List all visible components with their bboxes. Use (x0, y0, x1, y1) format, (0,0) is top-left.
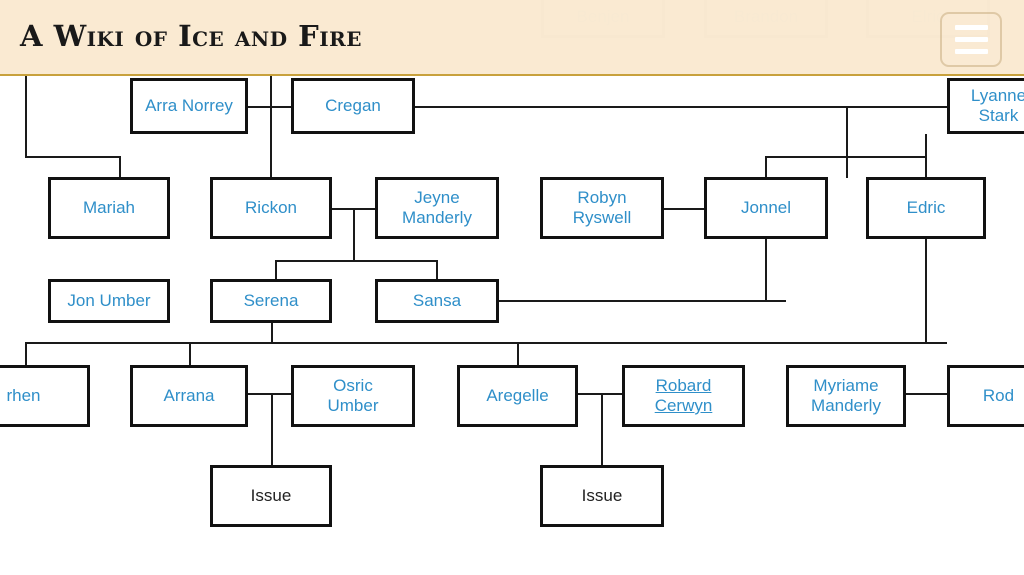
tree-node-label: Issue (250, 486, 292, 505)
connector-line (353, 208, 355, 260)
connector-line (578, 393, 622, 395)
tree-node-issue-2: Issue (540, 465, 664, 527)
site-title: A Wiki of Ice and Fire (20, 19, 362, 53)
site-header: A Wiki of Ice and Fire (0, 0, 1024, 76)
tree-node-label: Aregelle (486, 386, 549, 405)
connector-line (499, 300, 786, 302)
connector-line (25, 156, 121, 158)
tree-node-barthen[interactable]: rhen (0, 365, 90, 427)
tree-node-issue-1: Issue (210, 465, 332, 527)
connector-line (275, 260, 277, 280)
tree-node-lyanne-stark[interactable]: Lyanne Stark (947, 78, 1024, 134)
connector-line (270, 74, 272, 106)
connector-line (925, 156, 927, 178)
hamburger-menu-icon[interactable] (940, 12, 1002, 67)
hamburger-bar-2 (954, 37, 988, 42)
tree-node-myriame-manderly[interactable]: Myriame Manderly (786, 365, 906, 427)
connector-line (925, 239, 927, 343)
connector-line (846, 106, 848, 178)
connector-line (25, 342, 27, 366)
tree-node-label: Jeyne Manderly (402, 188, 472, 227)
tree-node-label: Serena (243, 291, 299, 310)
tree-node-label: Mariah (83, 198, 135, 217)
tree-node-label: Lyanne Stark (970, 86, 1024, 125)
connector-line (119, 156, 121, 178)
tree-node-label: Issue (581, 486, 623, 505)
connector-line (664, 208, 705, 210)
tree-node-jonnel[interactable]: Jonnel (704, 177, 828, 239)
tree-node-arra-norrey[interactable]: Arra Norrey (130, 78, 248, 134)
tree-node-label: Edric (906, 198, 946, 217)
tree-node-label: Arra Norrey (145, 96, 233, 115)
tree-node-arrana[interactable]: Arrana (130, 365, 248, 427)
tree-node-label: Sansa (412, 291, 462, 310)
tree-node-label: Robyn Ryswell (572, 188, 632, 227)
tree-node-label: Arrana (163, 386, 215, 405)
connector-line (517, 342, 519, 366)
tree-node-label: Jon Umber (67, 291, 151, 310)
connector-line (248, 106, 291, 108)
connector-line (925, 134, 927, 156)
tree-node-mariah[interactable]: Mariah (48, 177, 170, 239)
tree-node-rickon[interactable]: Rickon (210, 177, 332, 239)
tree-node-rodrik[interactable]: Rod (947, 365, 1024, 427)
tree-node-label: Jonnel (740, 198, 792, 217)
connector-line (436, 260, 438, 280)
tree-node-edric[interactable]: Edric (866, 177, 986, 239)
tree-node-label: Robard Cerwyn (654, 376, 713, 415)
tree-node-jeyne-manderly[interactable]: Jeyne Manderly (375, 177, 499, 239)
connector-line (765, 156, 767, 178)
connector-line (271, 323, 273, 343)
connector-line (25, 74, 27, 156)
tree-node-aregelle[interactable]: Aregelle (457, 365, 578, 427)
hamburger-bar-3 (954, 49, 988, 54)
connector-line (765, 156, 927, 158)
connector-line (270, 106, 272, 178)
connector-line (415, 106, 847, 108)
tree-node-jon-umber[interactable]: Jon Umber (48, 279, 170, 323)
connector-line (601, 393, 603, 466)
connector-line (248, 393, 291, 395)
tree-node-label: Osric Umber (327, 376, 379, 415)
tree-node-label: Myriame Manderly (811, 376, 881, 415)
tree-node-label: Rod (982, 386, 1015, 405)
connector-line (189, 342, 191, 366)
connector-line (906, 393, 948, 395)
tree-node-robard-cerwyn[interactable]: Robard Cerwyn (622, 365, 745, 427)
connector-line (275, 260, 437, 262)
tree-node-osric-umber[interactable]: Osric Umber (291, 365, 415, 427)
tree-node-sansa[interactable]: Sansa (375, 279, 499, 323)
tree-node-cregan[interactable]: Cregan (291, 78, 415, 134)
tree-node-label: Cregan (325, 96, 381, 115)
hamburger-bar-1 (954, 25, 988, 30)
connector-line (271, 393, 273, 466)
tree-node-label: rhen (6, 386, 41, 405)
tree-node-serena[interactable]: Serena (210, 279, 332, 323)
tree-node-label: Rickon (245, 198, 297, 217)
tree-node-robyn-ryswell[interactable]: Robyn Ryswell (540, 177, 664, 239)
connector-line (25, 342, 947, 344)
connector-line (765, 239, 767, 301)
connector-line (847, 106, 947, 108)
